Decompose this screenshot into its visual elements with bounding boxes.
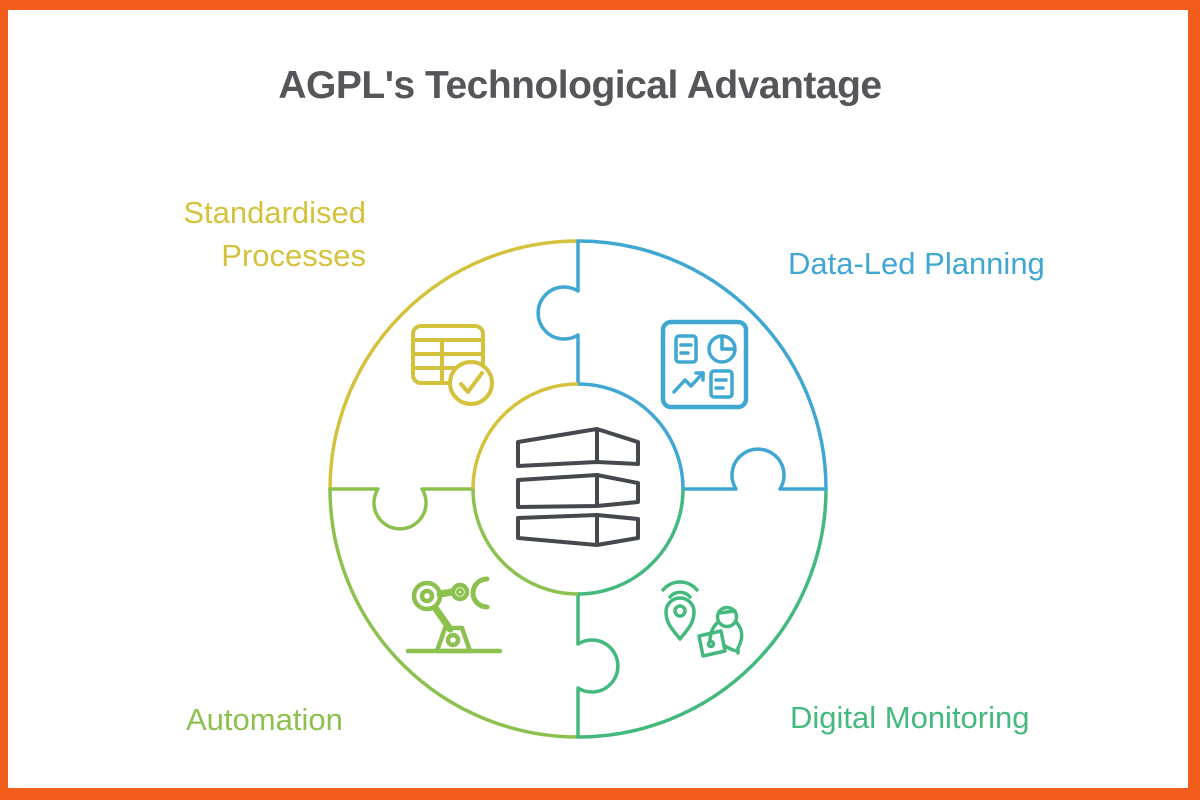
- label-data-led-planning: Data-Led Planning: [788, 246, 1045, 281]
- inner-arc-top-right: [577, 382, 685, 490]
- outer-circle: [328, 239, 828, 739]
- divider-left: [328, 487, 475, 531]
- trend-line: [672, 371, 705, 394]
- outer-arc-top-left: [328, 239, 579, 490]
- robot-shoulder-joint: [411, 580, 443, 612]
- label-automation: Automation: [186, 702, 343, 737]
- inner-arc-bottom-left: [471, 488, 579, 596]
- outer-arc-bottom-right: [577, 488, 828, 739]
- page-title: AGPL's Technological Advantage: [278, 64, 882, 107]
- divider-top: [536, 239, 580, 386]
- robot-wrist-center: [456, 588, 464, 596]
- laptop: [697, 629, 727, 658]
- board-outline: [660, 319, 749, 410]
- label-standardised-processes-line1: Standardised: [183, 195, 366, 230]
- person-body-right: [735, 621, 744, 655]
- robot-arm-icon: [405, 576, 503, 654]
- location-pin-center: [673, 604, 687, 618]
- location-pin: [664, 596, 696, 641]
- outer-arc-bottom-left: [328, 488, 579, 739]
- signal-arc-large: [661, 580, 699, 592]
- inner-arc-bottom-right: [577, 488, 685, 596]
- inner-circle: [471, 382, 685, 596]
- divider-bottom: [576, 592, 620, 739]
- laptop-logo-dot: [706, 639, 716, 649]
- outer-arc-top-right: [577, 239, 828, 490]
- person-arm: [723, 644, 740, 653]
- robot-upper-arm: [436, 588, 456, 598]
- person-cap: [717, 609, 737, 615]
- table-check-icon: [411, 324, 494, 406]
- person-head: [715, 605, 739, 629]
- building-slab-middle: [516, 473, 640, 509]
- mini-doc-bottom: [709, 369, 734, 399]
- label-digital-monitoring: Digital Monitoring: [790, 700, 1030, 735]
- divider-right: [681, 447, 828, 491]
- building-slab-top: [516, 427, 640, 468]
- robot-base: [434, 625, 473, 654]
- location-monitoring-icon: [661, 580, 744, 658]
- robot-claw: [470, 576, 490, 610]
- building-slab-bottom: [516, 513, 640, 547]
- planning-dashboard-icon: [660, 319, 749, 410]
- building-icon: [516, 427, 640, 547]
- mini-doc-top: [674, 334, 698, 364]
- robot-wrist-joint: [450, 582, 470, 602]
- check-mark: [459, 371, 484, 394]
- robot-base-joint: [445, 632, 461, 648]
- inner-arc-top-left: [471, 382, 579, 490]
- check-circle: [448, 360, 494, 406]
- robot-shoulder-center: [419, 588, 435, 604]
- signal-arc-small: [668, 590, 692, 599]
- trend-arrowhead: [694, 371, 705, 382]
- puzzle-dividers: [328, 239, 828, 739]
- label-standardised-processes-line2: Processes: [221, 238, 366, 273]
